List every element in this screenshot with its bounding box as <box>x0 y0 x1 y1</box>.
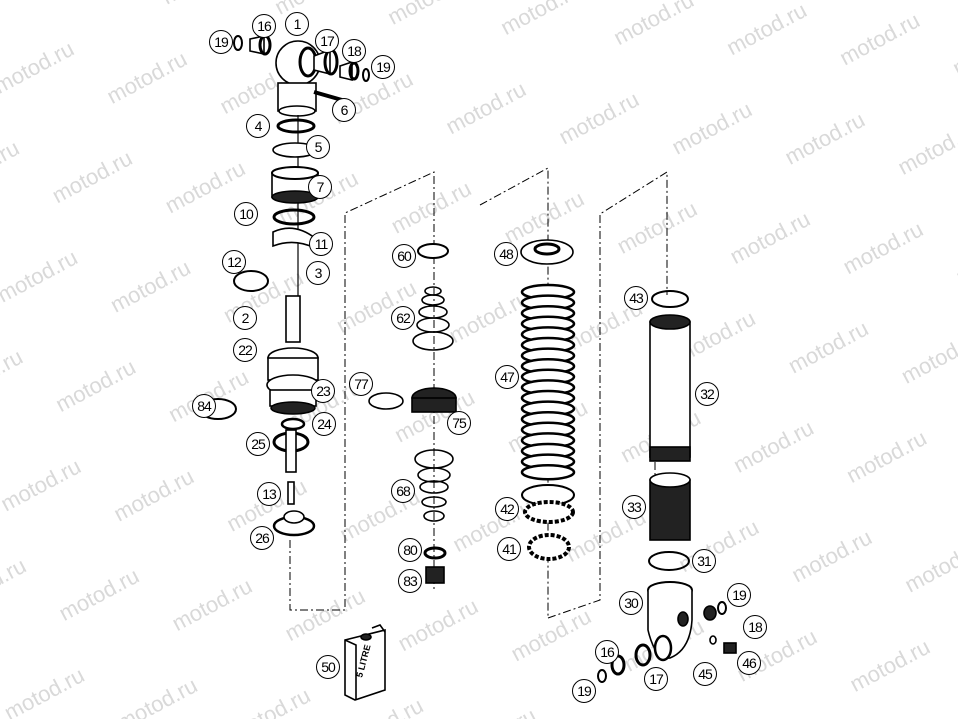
callout-c25[interactable]: 25 <box>246 432 270 456</box>
shim-stack <box>368 240 457 590</box>
callout-c19c[interactable]: 19 <box>727 583 751 607</box>
callout-c18a[interactable]: 18 <box>342 39 366 63</box>
callout-c26[interactable]: 26 <box>250 526 274 550</box>
body-assembly <box>597 290 737 683</box>
callout-c13[interactable]: 13 <box>257 482 281 506</box>
callout-c19a[interactable]: 19 <box>209 30 233 54</box>
callout-c45[interactable]: 45 <box>693 662 717 686</box>
callout-c48[interactable]: 48 <box>494 242 518 266</box>
callout-c10[interactable]: 10 <box>234 202 258 226</box>
oil-can: 5 LITRE <box>344 624 386 701</box>
callout-c1[interactable]: 1 <box>285 12 309 36</box>
callout-c43[interactable]: 43 <box>624 286 648 310</box>
callout-c18b[interactable]: 18 <box>743 615 767 639</box>
callout-c22[interactable]: 22 <box>233 338 257 362</box>
callout-c75[interactable]: 75 <box>447 411 471 435</box>
callout-c77[interactable]: 77 <box>349 372 373 396</box>
callout-c5[interactable]: 5 <box>306 135 330 159</box>
callout-c41[interactable]: 41 <box>497 537 521 561</box>
callout-c60[interactable]: 60 <box>392 244 416 268</box>
rod-assembly <box>199 115 320 537</box>
callout-c30[interactable]: 30 <box>619 591 643 615</box>
callout-c47[interactable]: 47 <box>495 365 519 389</box>
bushings-right <box>313 48 370 82</box>
callout-c16b[interactable]: 16 <box>595 640 619 664</box>
callout-c80[interactable]: 80 <box>398 538 422 562</box>
callout-c6[interactable]: 6 <box>332 98 356 122</box>
callout-c19d[interactable]: 19 <box>572 679 596 703</box>
callout-c19b[interactable]: 19 <box>371 55 395 79</box>
callout-c7[interactable]: 7 <box>308 175 332 199</box>
callout-c42[interactable]: 42 <box>495 497 519 521</box>
bushings-left <box>233 34 272 56</box>
callout-c62[interactable]: 62 <box>391 306 415 330</box>
callout-c11[interactable]: 11 <box>309 232 333 256</box>
callout-c32[interactable]: 32 <box>695 382 719 406</box>
callout-c33[interactable]: 33 <box>622 495 646 519</box>
callout-c16a[interactable]: 16 <box>252 14 276 38</box>
callout-c12[interactable]: 12 <box>222 250 246 274</box>
callout-c24[interactable]: 24 <box>312 412 336 436</box>
callout-c4[interactable]: 4 <box>246 114 270 138</box>
callout-c83[interactable]: 83 <box>398 569 422 593</box>
assembly-guide-lines <box>289 167 668 619</box>
callout-c23[interactable]: 23 <box>311 379 335 403</box>
callout-c17b[interactable]: 17 <box>644 667 668 691</box>
callout-c3[interactable]: 3 <box>306 261 330 285</box>
callout-c84[interactable]: 84 <box>192 394 216 418</box>
callout-c31[interactable]: 31 <box>692 549 716 573</box>
callout-c68[interactable]: 68 <box>391 479 415 503</box>
callout-c17a[interactable]: 17 <box>315 29 339 53</box>
callout-c2[interactable]: 2 <box>233 306 257 330</box>
callout-c50[interactable]: 50 <box>316 655 340 679</box>
callout-c46[interactable]: 46 <box>737 651 761 675</box>
spring-assembly <box>520 239 576 561</box>
